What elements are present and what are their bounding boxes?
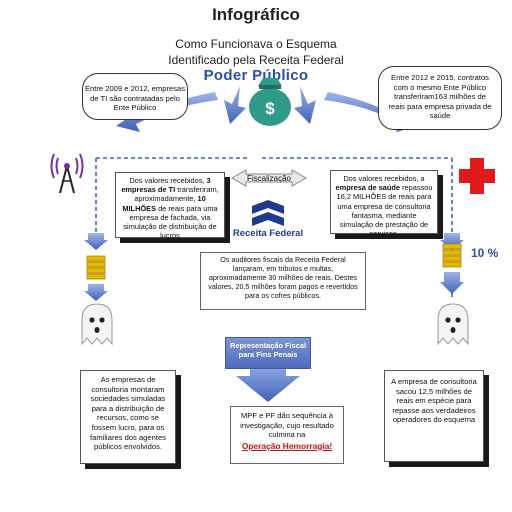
- text-part: repassou 16,2 MILHÕES de reais para uma …: [336, 183, 433, 239]
- money-bag-icon: $: [249, 78, 291, 126]
- arrow-to-ghost-right-icon: [440, 272, 464, 294]
- dollar-sign: $: [265, 99, 275, 118]
- poder-publico-label: Poder Público: [203, 67, 309, 84]
- ghost-right-icon: [437, 303, 469, 346]
- box-saque-especie: A empresa de consultoria sacou 12,5 milh…: [384, 370, 484, 462]
- box-contratos-saude: Entre 2012 e 2015, contratos com o mesmo…: [378, 66, 502, 130]
- red-cross-icon: [459, 158, 495, 194]
- subtitle-line-2: Identificado pela Receita Federal: [168, 53, 344, 67]
- box-repasse-saude: Dos valores recebidos, a empresa de saúd…: [330, 170, 438, 238]
- fiscalizacao-label: Fiscalização: [246, 174, 291, 183]
- coins-right-icon: [442, 243, 462, 268]
- arrow-to-ghost-left-icon: [84, 284, 108, 301]
- small-arrow-right-icon: [440, 233, 464, 250]
- text-part: de reais para uma empresa de fachada, vi…: [123, 203, 218, 241]
- text-bold: 3 empresas de TI: [121, 176, 211, 195]
- box-auditores: Os auditores fiscais da Receita Federal …: [200, 252, 366, 310]
- box-operacao-hemorragia: MPF e PF dão sequência à investigação, c…: [230, 406, 344, 464]
- text-part: Dos valores recebidos,: [129, 176, 207, 185]
- operacao-hemorragia-label: Operação Hemorragia!: [241, 440, 333, 451]
- text-part: Dos valores recebidos, a: [343, 174, 425, 183]
- infographic-title: Infográfico: [212, 5, 300, 24]
- arrow-down-left-icon: [224, 86, 246, 124]
- ghost-left-icon: [81, 303, 113, 346]
- box-representacao-fiscal: Representação Fiscal para Fins Penais: [225, 337, 311, 369]
- box-transferencia-ti: Dos valores recebidos, 3 empresas de TI …: [115, 172, 225, 241]
- box-contratos-ti: Entre 2009 e 2012, empresas de TI são co…: [82, 73, 188, 120]
- coins-left-icon: [86, 255, 106, 280]
- receita-federal-label: Receita Federal: [232, 228, 304, 239]
- infographic-subtitle: Como Funcionava o Esquema Identificado p…: [150, 36, 362, 68]
- subtitle-line-1: Como Funcionava o Esquema: [175, 37, 337, 51]
- arrow-left-icon: [116, 92, 218, 132]
- box-sociedades-simuladas: As empresas de consultoria montaram soci…: [80, 370, 176, 464]
- big-arrow-down-icon: [236, 360, 300, 402]
- receita-federal-logo: [252, 200, 284, 226]
- antenna-icon: [50, 153, 84, 194]
- arrow-right-icon: [324, 92, 420, 132]
- text-part: transferiram, aproximadamente,: [134, 185, 219, 204]
- percent-label: 10 %: [471, 246, 499, 260]
- fiscalizacao-arrow-icon: [230, 169, 308, 187]
- text-bold: empresa de saúde: [335, 183, 401, 193]
- investigacao-text: MPF e PF dão sequência à investigação, c…: [240, 411, 334, 440]
- arrow-down-right-icon: [294, 86, 316, 124]
- small-arrow-left-icon: [84, 233, 108, 250]
- text-bold: 10 MILHÕES: [122, 194, 206, 213]
